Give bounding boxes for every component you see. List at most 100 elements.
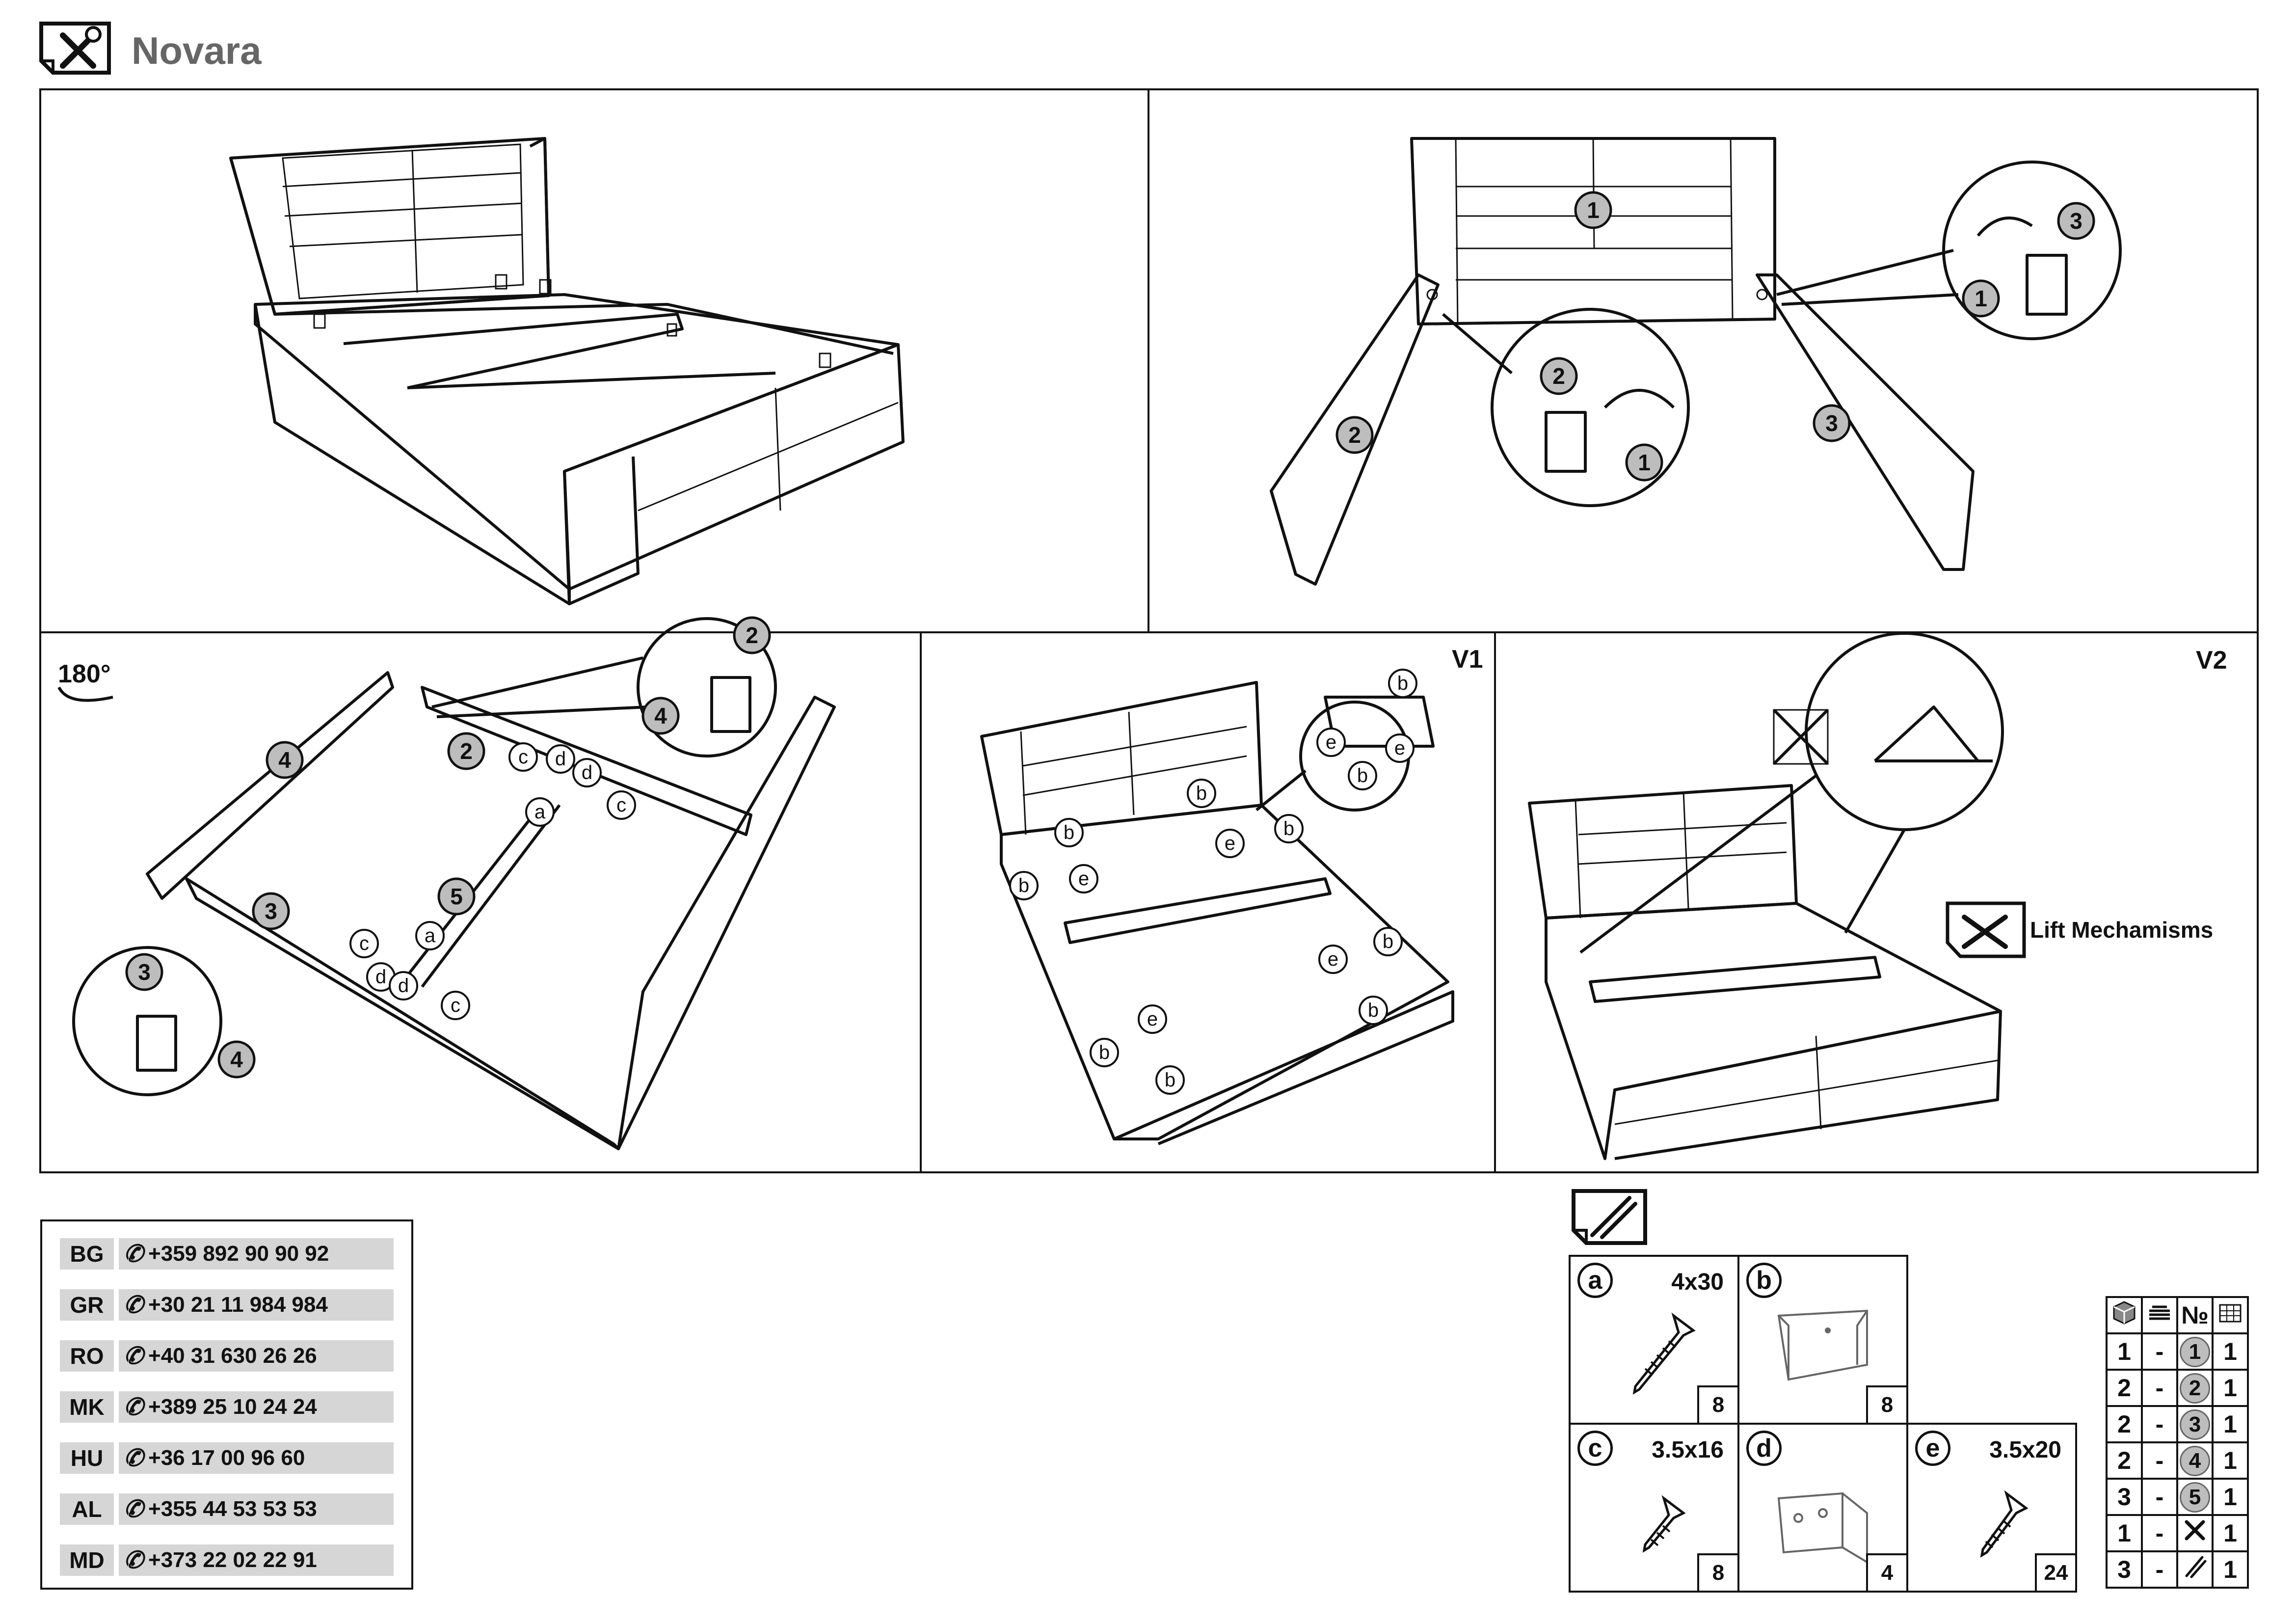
phone-entry: ✆+40 31 630 26 26 (119, 1340, 394, 1372)
hardware-item-a: a 4x30 8 (1569, 1255, 1739, 1425)
phone-icon: ✆ (123, 1547, 144, 1573)
country-code: AL (60, 1493, 114, 1525)
country-code: GR (60, 1289, 114, 1321)
phone-number: +40 31 630 26 26 (148, 1344, 317, 1368)
phone-entry: ✆+355 44 53 53 53 (119, 1493, 394, 1525)
svg-text:2: 2 (746, 623, 758, 648)
hardware-size: 4x30 (1671, 1269, 1724, 1295)
angle-bracket-icon (1777, 1492, 1868, 1564)
lift-mechanisms-callout: Lift Mechamisms (1946, 901, 2213, 958)
hardware-item-c: c 3.5x16 8 (1569, 1423, 1739, 1593)
svg-text:4: 4 (230, 1047, 243, 1072)
assembly-diagrams: 1 2 3 2 1 3 1 180° 4 2 3 5 2 4 3 4 c d d (39, 88, 2259, 1173)
hardware-qty: 8 (1697, 1385, 1737, 1423)
hardware-item-d: d 4 (1737, 1423, 1908, 1593)
svg-text:1: 1 (1975, 286, 1987, 311)
contact-row: RO ✆+40 31 630 26 26 (60, 1340, 394, 1372)
svg-text:1: 1 (1587, 197, 1600, 223)
rotation-label: 180° (58, 660, 111, 688)
svg-text:b: b (1383, 931, 1393, 952)
country-code: RO (60, 1340, 114, 1372)
hardware-qty: 24 (2035, 1553, 2075, 1591)
screw-icon (1632, 1312, 1696, 1395)
package-layers-icon (2141, 1296, 2178, 1334)
svg-text:d: d (398, 975, 409, 997)
svg-text:b: b (1283, 818, 1294, 839)
svg-text:b: b (1397, 673, 1408, 694)
svg-text:a: a (425, 925, 436, 947)
svg-text:c: c (616, 794, 626, 816)
hardware-item-e: e 3.5x20 24 (1906, 1423, 2077, 1593)
hardware-item-b: b 8 (1737, 1255, 1908, 1425)
phone-icon: ✆ (123, 1445, 144, 1471)
phone-number: +355 44 53 53 53 (148, 1497, 317, 1521)
svg-text:e: e (1326, 731, 1336, 753)
step3-letters: c d d c a a c d d c (349, 742, 636, 1020)
svg-text:1: 1 (1638, 450, 1651, 475)
svg-text:c: c (359, 933, 369, 954)
step5-lift-mechanism: V2 (1528, 632, 2227, 1160)
svg-text:b: b (1018, 875, 1029, 896)
hardware-kit: a 4x30 8 b 8 c 3.5x16 8 d 4 e 3.5x20 24 (1569, 1255, 2077, 1593)
phone-entry: ✆+373 22 02 22 91 (119, 1544, 394, 1576)
step1-assembled-bed (229, 137, 905, 605)
svg-text:3: 3 (265, 898, 277, 924)
svg-text:a: a (534, 801, 546, 823)
phone-icon: ✆ (123, 1496, 144, 1522)
panel-frames (39, 88, 2259, 1173)
lift-mechanisms-label: Lift Mechamisms (2030, 917, 2213, 943)
tools-icon (2176, 1514, 2214, 1552)
svg-text:2: 2 (460, 738, 473, 764)
svg-text:e: e (1078, 868, 1089, 890)
country-code: MK (60, 1391, 114, 1423)
svg-text:3: 3 (1825, 410, 1838, 436)
phone-number: +389 25 10 24 24 (148, 1395, 317, 1419)
step2-bubbles: 1 2 3 2 1 3 1 (1335, 191, 2095, 482)
parts-row: 1-1 (2106, 1514, 2249, 1552)
variant-v2-label: V2 (2196, 646, 2227, 675)
phone-number: +30 21 11 984 984 (148, 1293, 328, 1317)
svg-text:e: e (1147, 1008, 1158, 1030)
country-code: MD (60, 1544, 114, 1576)
page-title: Novara (132, 29, 262, 72)
phone-icon: ✆ (123, 1394, 144, 1420)
screw-icon (1642, 1495, 1686, 1553)
svg-text:b: b (1064, 822, 1074, 843)
phone-number: +359 892 90 90 92 (148, 1242, 329, 1266)
hardware-letter: e (1915, 1431, 1950, 1466)
country-code: HU (60, 1442, 114, 1474)
svg-text:b: b (1357, 765, 1368, 786)
hardware-size: 3.5x16 (1652, 1437, 1724, 1463)
svg-text:b: b (1165, 1069, 1175, 1091)
step3-frame-assembly: 180° (57, 617, 836, 1150)
svg-text:4: 4 (654, 703, 667, 729)
bed-icon (2212, 1296, 2249, 1334)
step4-brackets: V1 (980, 645, 1483, 1145)
step2-headboard-rails (1270, 137, 2122, 586)
variant-v1-label: V1 (1452, 645, 1483, 674)
svg-text:e: e (1225, 833, 1235, 854)
svg-text:e: e (1394, 737, 1405, 759)
contact-row: MK ✆+389 25 10 24 24 (60, 1391, 394, 1423)
contact-row: BG ✆+359 892 90 90 92 (60, 1238, 394, 1270)
hardware-letter: b (1746, 1263, 1782, 1298)
parts-row: 3-1 (2106, 1550, 2249, 1589)
bracket-icon (1777, 1309, 1868, 1381)
hardware-icon (2176, 1550, 2214, 1589)
contact-list: BG ✆+359 892 90 90 92 GR ✆ +30 21 11 984 … (40, 1219, 413, 1590)
svg-text:d: d (582, 762, 592, 784)
svg-text:b: b (1368, 1000, 1379, 1021)
phone-entry: ✆+36 17 00 96 60 (119, 1442, 394, 1474)
hardware-letter: d (1746, 1431, 1782, 1466)
svg-text:4: 4 (278, 747, 291, 773)
phone-entry: ✆+359 892 90 90 92 (119, 1238, 394, 1270)
hardware-letter: c (1577, 1431, 1613, 1466)
screw-icon (1980, 1490, 2029, 1558)
hardware-qty: 8 (1697, 1553, 1737, 1591)
svg-text:2: 2 (1348, 422, 1361, 448)
